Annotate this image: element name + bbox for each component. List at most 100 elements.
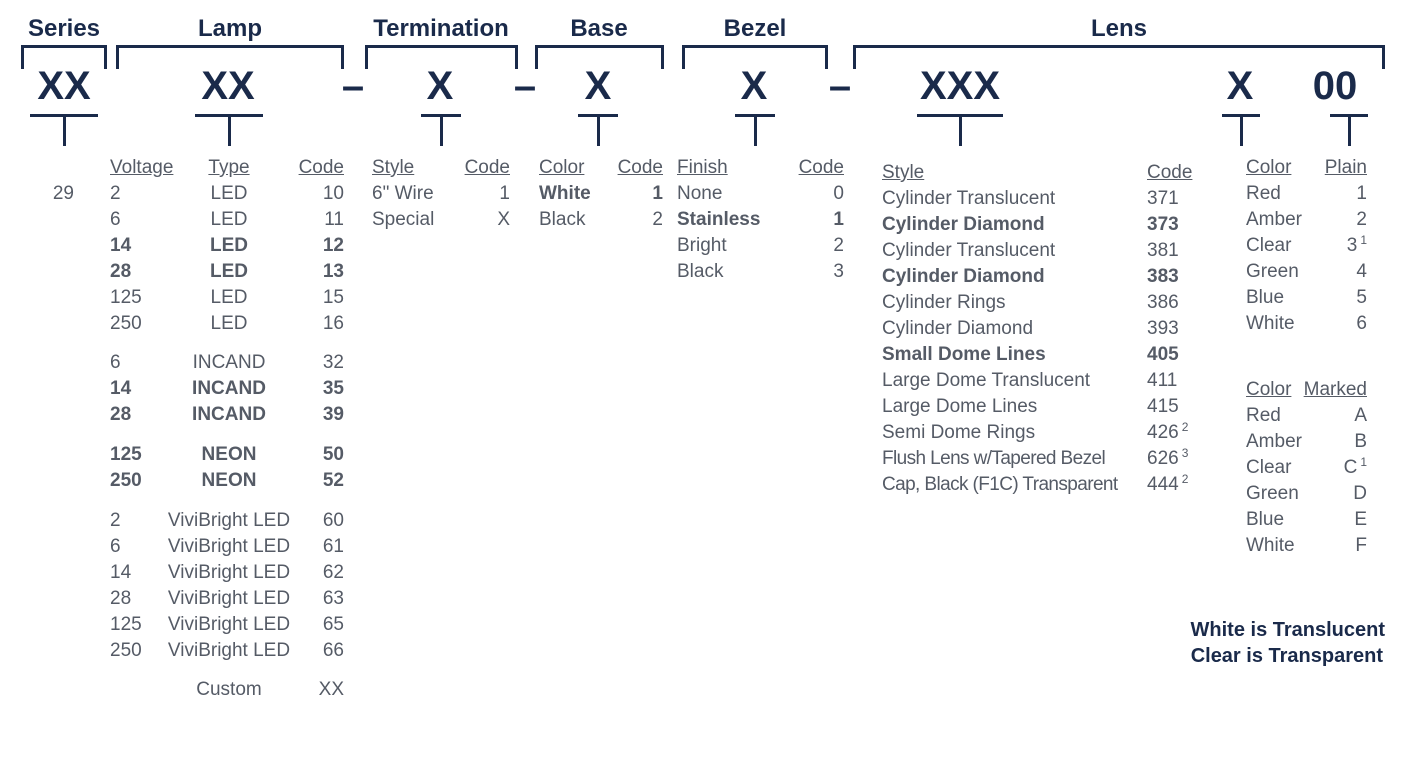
lens-plain-code: 4 <box>1356 261 1367 282</box>
lens-style-code-text: 444 <box>1147 474 1179 495</box>
lens-plain-col-color: Color <box>1246 157 1292 178</box>
lens-marked-code: A <box>1354 405 1367 426</box>
lens-style-name: Small Dome Lines <box>882 344 1046 365</box>
bezel-code: 2 <box>833 235 844 256</box>
lens-style-code-text: 426 <box>1147 422 1179 443</box>
lamp-voltage: 125 <box>110 614 142 635</box>
code-termination: X <box>426 64 454 108</box>
footnote-marker: 1 <box>1360 455 1367 469</box>
bracket-series <box>21 45 107 69</box>
lens-style-name: Large Dome Lines <box>882 396 1038 417</box>
bracket-lamp <box>116 45 344 69</box>
lamp-type: LED <box>210 287 248 308</box>
lamp-voltage: 14 <box>110 562 132 583</box>
lamp-voltage: 2 <box>110 183 121 204</box>
lamp-voltage: 125 <box>110 287 142 308</box>
lamp-type: ViviBright LED <box>167 614 291 635</box>
lamp-code: 16 <box>322 313 344 334</box>
footnote-marker: 1 <box>1360 233 1367 247</box>
dash-separator: – <box>828 64 852 108</box>
lens-style-code-text: 626 <box>1147 448 1179 469</box>
connector-termination <box>421 114 461 146</box>
code-lens-color: X <box>1226 64 1254 108</box>
lens-style-code: 386 <box>1147 292 1179 313</box>
lamp-type: LED <box>210 261 248 282</box>
lamp-code: 11 <box>324 209 344 230</box>
lens-marked-code: F <box>1355 535 1367 556</box>
lens-style-code: 383 <box>1147 266 1179 287</box>
lamp-type: LED <box>210 313 248 334</box>
bezel-finish: Bright <box>677 235 727 256</box>
base-code: 1 <box>652 183 663 204</box>
lens-marked-col-color: Color <box>1246 379 1292 400</box>
header-lens: Lens <box>1090 15 1147 42</box>
lens-style-code: 381 <box>1147 240 1179 261</box>
lamp-voltage: 14 <box>110 235 132 256</box>
bracket-termination <box>365 45 518 69</box>
lens-style-code: 411 <box>1147 370 1178 391</box>
lens-style-name: Cylinder Rings <box>882 292 1006 313</box>
base-code: 2 <box>652 209 663 230</box>
lens-plain-code-text: 3 <box>1346 235 1358 256</box>
lamp-code: 10 <box>322 183 344 204</box>
lens-style-code: 371 <box>1147 188 1179 209</box>
lamp-type: NEON <box>201 444 257 465</box>
lamp-type: ViviBright LED <box>167 510 291 531</box>
lamp-voltage: 6 <box>110 536 121 557</box>
lens-plain-color: White <box>1246 313 1295 334</box>
code-lens-marking: 00 <box>1312 64 1358 108</box>
lens-style-name: Cap, Black (F1C) Transparent <box>882 474 1118 495</box>
bracket-bezel <box>682 45 828 69</box>
lamp-voltage: 250 <box>110 313 142 334</box>
lens-style-name: Flush Lens w/Tapered Bezel <box>882 448 1106 469</box>
lens-plain-color: Red <box>1246 183 1281 204</box>
lamp-code: 61 <box>322 536 344 557</box>
footnote-marker: 3 <box>1181 446 1189 460</box>
lamp-type: LED <box>210 209 248 230</box>
connector-lens-marking <box>1330 114 1368 146</box>
connector-series <box>30 114 98 146</box>
lamp-voltage: 250 <box>110 470 142 491</box>
bracket-base <box>535 45 664 69</box>
lamp-code: 12 <box>322 235 344 256</box>
lamp-voltage: 6 <box>110 209 121 230</box>
series-value: 29 <box>52 183 74 204</box>
lamp-code: 62 <box>322 562 344 583</box>
lens-marked-col-code: Marked <box>1303 379 1367 400</box>
lamp-type: LED <box>210 235 248 256</box>
lens-plain-code: 2 <box>1356 209 1367 230</box>
code-series: XX <box>37 64 91 108</box>
lens-marked-color: Amber <box>1246 431 1302 452</box>
lamp-type: INCAND <box>192 352 266 373</box>
header-termination: Termination <box>373 15 509 42</box>
lamp-col-type: Type <box>208 157 250 178</box>
lens-style-col-style: Style <box>882 162 925 183</box>
lamp-code: 35 <box>322 378 344 399</box>
lamp-type: ViviBright LED <box>167 562 291 583</box>
lamp-code: 32 <box>322 352 344 373</box>
lamp-voltage: 2 <box>110 510 121 531</box>
lamp-code: 13 <box>322 261 344 282</box>
bezel-code: 1 <box>833 209 844 230</box>
lamp-type: INCAND <box>192 378 266 399</box>
lamp-col-voltage: Voltage <box>110 157 174 178</box>
lamp-code: 66 <box>322 640 344 661</box>
bezel-finish: None <box>677 183 723 204</box>
lens-marked-color: Red <box>1246 405 1281 426</box>
lens-style-code: 393 <box>1147 318 1179 339</box>
lens-plain-col-code: Plain <box>1324 157 1367 178</box>
dash-separator: – <box>513 64 537 108</box>
lens-style-name: Semi Dome Rings <box>882 422 1036 443</box>
lamp-code: 15 <box>322 287 344 308</box>
lens-style-name: Cylinder Translucent <box>882 240 1056 261</box>
bezel-code: 0 <box>833 183 844 204</box>
termination-code: X <box>497 209 510 230</box>
lens-style-col-code: Code <box>1147 162 1193 183</box>
bezel-col-finish: Finish <box>677 157 728 178</box>
lamp-voltage: 6 <box>110 352 121 373</box>
lens-plain-code: 6 <box>1356 313 1367 334</box>
lamp-voltage: 250 <box>110 640 142 661</box>
dash-separator: – <box>341 64 365 108</box>
lamp-code: 60 <box>322 510 344 531</box>
